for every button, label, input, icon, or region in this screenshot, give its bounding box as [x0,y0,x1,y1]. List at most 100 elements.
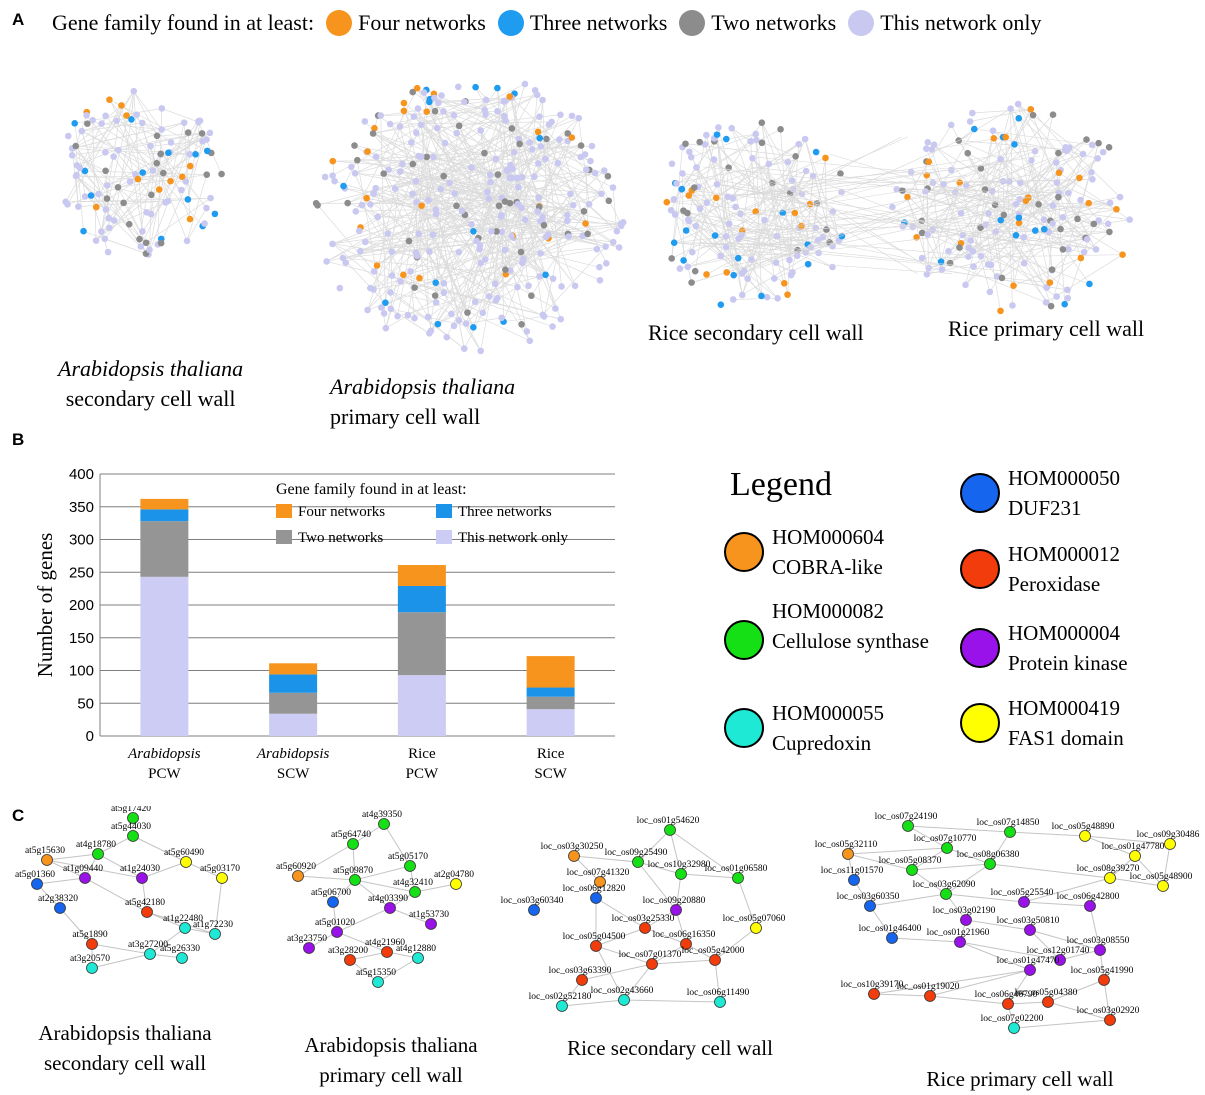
network-edge [75,146,84,232]
gene-node [902,820,914,832]
gene-label: loc_os03g25330 [612,914,675,924]
network-node [528,292,535,300]
network-node [164,197,172,205]
network-edge [458,99,487,127]
panel-c-label-rice-scw: Rice secondary cell wall [567,1036,773,1060]
network-node [899,222,907,230]
network-edge [741,138,806,296]
network-node [81,167,89,175]
network-node [382,299,389,306]
y-axis-label: Number of genes [33,533,57,678]
network-node [396,123,404,130]
network-node [420,89,428,96]
network-edge [681,140,751,190]
network-node [409,160,417,168]
network-edge [390,292,437,303]
network-node [518,321,525,328]
network-edge [674,188,794,244]
network-node [1126,216,1133,223]
network-node [609,184,617,191]
network-node [120,199,127,207]
gene-node [1098,974,1110,986]
network-edge [988,213,1047,288]
network-node [1085,199,1092,207]
network-edge [567,233,620,248]
network-node [948,166,955,174]
network-node [671,211,679,218]
network-node [779,209,787,217]
network-node [186,162,194,170]
network-node [981,186,989,193]
network-node [542,233,550,241]
network-edge [443,175,532,296]
network-node [450,111,458,119]
network-node [668,160,676,168]
network-node [404,311,412,319]
network-node [147,142,154,150]
network-node [602,243,609,251]
gene-edge [1023,901,1091,907]
gene-edge [680,873,739,879]
network-edge [104,238,149,255]
network-edge [1030,109,1093,180]
gene-node [209,928,221,940]
network-edge [928,218,1078,269]
network-node [893,185,901,193]
network-node [964,149,972,157]
network-node [367,201,374,208]
network-edge [437,170,605,325]
inter-network-edge [747,163,996,196]
inter-network-edge [700,193,1051,248]
panel-c-label-ath-pcw: Arabidopsis thaliana primary cell wall [286,1030,496,1090]
network-node [537,250,545,257]
bar-segment [397,675,446,736]
network-node [432,299,440,306]
network-edge [458,125,518,288]
network-node [730,271,737,279]
network-node [930,141,938,149]
network-node [1055,169,1063,177]
network-node [946,259,954,267]
gene-node [590,892,602,904]
cupredoxin-id: HOM000055 [772,701,885,725]
network-node [448,310,455,318]
gene-label: at4g21960 [365,938,405,948]
network-edge [385,281,401,329]
gene-label: at5g1890 [72,930,108,940]
network-node [157,239,165,247]
gene-node [632,856,644,868]
chart-legend-label: Four networks [298,504,385,520]
network-node [400,99,408,107]
network-node [713,131,721,138]
network-node [510,148,518,156]
network-edge [361,204,429,318]
network-edge [539,205,568,216]
network-node [564,130,572,137]
network-edge [512,223,621,237]
gene-node [1129,850,1141,862]
network-node [1029,111,1037,119]
network-node [1031,147,1039,155]
network-node [558,283,565,290]
gene-edge [1103,979,1111,1021]
gene-edge [1047,979,1105,1003]
network-edge [95,189,160,241]
network-node [696,205,704,212]
network-edge [910,171,942,262]
network-node [526,139,533,146]
chart-legend-title: Gene family found in at least: [276,481,467,498]
network-node [703,131,710,139]
network-node [1083,136,1090,143]
gene-label: loc_os09g30486 [1137,830,1200,840]
network-node [1016,195,1024,203]
network-node [540,222,548,229]
network-node [498,228,506,236]
network-node [837,170,844,177]
network-edge [360,223,472,252]
network-edge [113,156,131,182]
network-node [823,226,830,233]
network-node [356,247,364,255]
network-edge [429,97,512,103]
network-node [344,199,351,207]
gene-node [594,876,606,888]
